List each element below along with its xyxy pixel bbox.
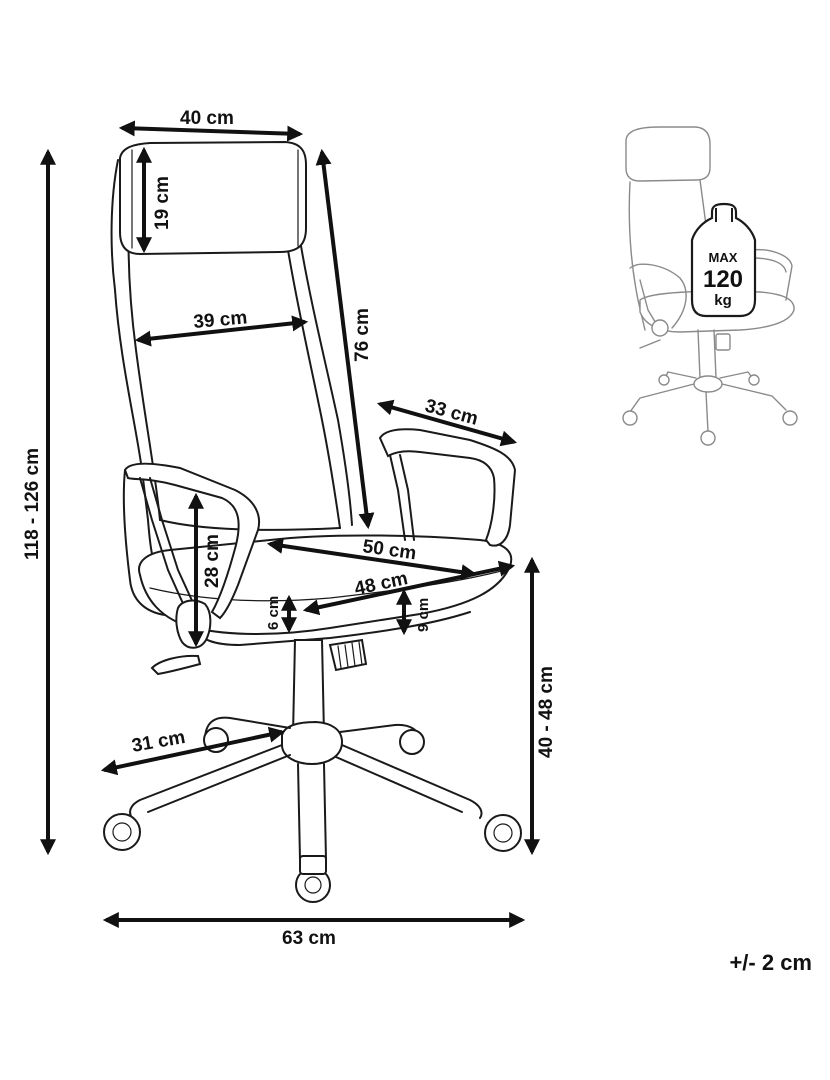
label-armrest-height: 28 cm xyxy=(202,534,223,588)
label-base-width: 63 cm xyxy=(282,928,336,949)
max-weight-badge: MAX 120 kg xyxy=(690,202,757,318)
weight-badge-top: MAX xyxy=(709,250,738,265)
label-total-height: 118 - 126 cm xyxy=(22,448,43,560)
tolerance-note: +/- 2 cm xyxy=(729,950,812,975)
height-knob xyxy=(328,638,368,672)
label-seat-height: 40 - 48 cm xyxy=(536,666,557,758)
dimension-arrows xyxy=(40,120,540,928)
weight-badge-value: 120 xyxy=(703,266,743,293)
label-headrest-height: 19 cm xyxy=(152,176,173,230)
weight-badge-unit: kg xyxy=(714,292,732,309)
label-backrest-width: 39 cm xyxy=(193,307,249,333)
label-headrest-width: 40 cm xyxy=(180,108,234,129)
dimension-labels: 40 cm 19 cm 39 cm 76 cm 118 - 126 cm 33 … xyxy=(22,108,557,949)
label-seat-thickness-front: 6 cm xyxy=(265,596,282,630)
label-seat-thickness-side: 9 cm xyxy=(415,598,432,632)
thumbnail-chair: MAX 120 kg xyxy=(622,126,798,446)
label-backrest-height: 76 cm xyxy=(352,308,373,362)
chair-drawing xyxy=(103,140,522,903)
